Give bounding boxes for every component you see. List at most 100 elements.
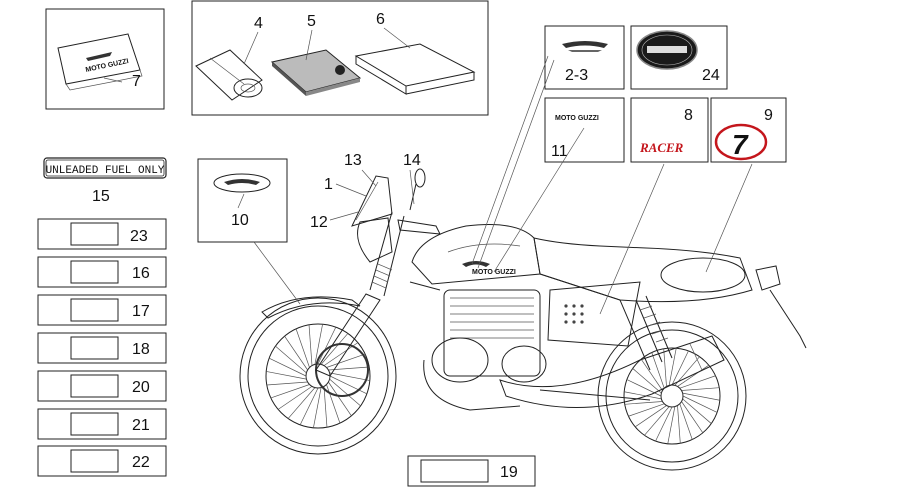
wheel-spoke	[314, 324, 323, 365]
side-panel	[547, 281, 641, 347]
wheel-spoke	[671, 350, 689, 386]
label-15: 15	[92, 188, 110, 205]
label-16: 16	[132, 265, 150, 282]
windscreen	[351, 175, 393, 227]
part-box-10: 10	[197, 158, 288, 243]
frame	[409, 273, 651, 401]
part-box-21: 21	[37, 408, 167, 440]
wheel-spoke	[679, 375, 716, 389]
rider-graphic-icon	[335, 65, 345, 75]
wheel-spoke	[663, 348, 667, 387]
front-brake-disc	[315, 343, 369, 397]
wheel-spoke	[644, 406, 670, 436]
rear-wheel	[597, 321, 747, 471]
wheel-spoke	[679, 403, 693, 440]
wheel-spoke	[323, 386, 328, 428]
label-10: 10	[231, 212, 249, 229]
wheel-spoke	[328, 366, 370, 371]
engine	[423, 289, 547, 411]
wheel-spoke	[320, 333, 349, 365]
headlight	[357, 217, 393, 263]
seat-tail	[533, 237, 753, 303]
wheel-spoke	[326, 384, 341, 424]
wheel-spoke	[308, 324, 313, 366]
label-17: 17	[132, 303, 150, 320]
wheel-spoke	[317, 327, 337, 365]
brand-decal-text: MOTO GUZZI	[555, 115, 599, 122]
handlebar	[397, 219, 441, 235]
part-box-9: 7 9	[710, 97, 787, 163]
plate-holder	[769, 289, 807, 349]
wheel-spoke	[674, 356, 700, 386]
owner-book	[354, 43, 476, 95]
part-15-fuel-decal: UNLEADED FUEL ONLY 15	[43, 157, 167, 205]
front-wheel	[239, 297, 397, 455]
label-11: 11	[551, 143, 568, 160]
eagle-logo-icon	[224, 179, 260, 185]
wheel-spoke	[655, 406, 673, 442]
exhaust	[499, 335, 725, 409]
wheel-spoke	[624, 401, 663, 405]
part-box-11: MOTO GUZZI 11	[544, 97, 625, 163]
part-box-17: 17	[37, 294, 167, 326]
wheel-spoke	[668, 348, 677, 386]
wheel-spoke	[677, 364, 709, 387]
eagle-logo-icon	[562, 41, 608, 48]
tail-number-panel	[660, 257, 746, 293]
wheel-spoke	[681, 387, 720, 391]
wheel-spoke	[624, 391, 662, 400]
part-box-2-3: 2-3	[544, 25, 625, 90]
part-box-7: MOTO GUZZI 7	[45, 8, 165, 110]
fuel-decal-text: UNLEADED FUEL ONLY	[46, 165, 165, 177]
wheel-spoke	[667, 406, 676, 444]
race-number-plate	[714, 123, 768, 161]
label-21: 21	[132, 417, 150, 434]
part-box-19: 19	[407, 455, 536, 487]
wheel-spoke	[329, 375, 367, 395]
wheel-spoke	[682, 395, 718, 413]
wheel-spoke	[284, 335, 308, 371]
label-6: 6	[376, 11, 385, 28]
tank-brand-text: MOTO GUZZI	[472, 269, 516, 276]
wheel-spoke	[326, 353, 366, 368]
wheel-spoke	[287, 387, 316, 419]
wheel-spoke	[640, 359, 663, 391]
label-24: 24	[702, 67, 720, 84]
wheel-spoke	[677, 405, 681, 444]
wheel-spoke	[269, 357, 307, 377]
tail-light	[755, 265, 781, 291]
wheel-spoke	[295, 328, 310, 368]
part-box-8: RACER 8	[630, 97, 709, 163]
wheel-spoke	[632, 368, 662, 394]
tool-roll	[195, 49, 263, 101]
wheel-spoke	[329, 378, 361, 407]
fuel-tank	[411, 224, 541, 285]
wheel-spoke	[329, 372, 370, 381]
wheel-spoke	[681, 401, 704, 433]
racer-decal-text: RACER	[639, 140, 684, 155]
wheel-spoke	[682, 392, 720, 401]
label-13: 13	[344, 152, 362, 169]
label-22: 22	[132, 454, 150, 471]
label-2-3: 2-3	[565, 67, 588, 84]
label-1: 1	[324, 176, 333, 193]
wheel-spoke	[682, 398, 712, 424]
callouts: 13 1 12 14	[253, 55, 753, 315]
wheel-spoke	[626, 379, 662, 397]
part-box-4-5-6: 4 5 6	[191, 0, 489, 116]
wheel-spoke	[270, 384, 310, 399]
wheel-spoke	[628, 403, 665, 417]
booklet	[270, 49, 362, 96]
wheel-spoke	[651, 352, 665, 389]
wheel-spoke	[266, 381, 308, 386]
wheel-spoke	[313, 387, 322, 428]
label-9: 9	[764, 107, 773, 124]
wheel-spoke	[275, 345, 307, 374]
mirror	[414, 168, 426, 188]
label-5: 5	[307, 13, 316, 30]
label-4: 4	[254, 15, 263, 32]
label-7: 7	[132, 73, 141, 90]
label-20: 20	[132, 379, 150, 396]
label-19: 19	[500, 464, 518, 481]
